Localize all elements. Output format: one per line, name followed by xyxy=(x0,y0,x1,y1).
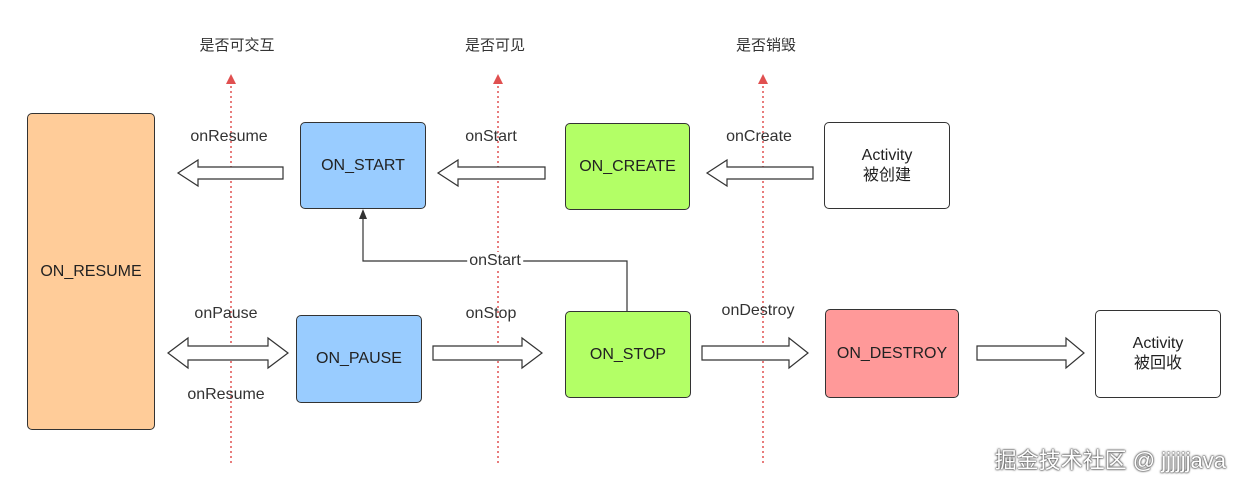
node-activity-recycled: Activity 被回收 xyxy=(1095,310,1221,398)
label-on-destroy: onDestroy xyxy=(721,302,795,319)
node-on-stop: ON_STOP xyxy=(565,311,691,398)
node-on-resume: ON_RESUME xyxy=(27,113,155,430)
node-on-stop-label: ON_STOP xyxy=(589,345,667,363)
arrow-on-start-top xyxy=(436,158,546,188)
arrow-on-stop xyxy=(432,336,543,370)
node-on-create-label: ON_CREATE xyxy=(579,157,676,175)
node-on-start-label: ON_START xyxy=(321,156,405,174)
node-on-resume-label: ON_RESUME xyxy=(40,262,142,280)
arrow-recycle xyxy=(976,336,1085,370)
divider-visible-caption: 是否可见 xyxy=(464,37,526,54)
label-on-pause: onPause xyxy=(194,305,258,322)
arrow-on-resume-top xyxy=(176,158,284,188)
label-on-create: onCreate xyxy=(726,128,792,145)
node-activity-recycled-line2: 被回收 xyxy=(1133,355,1182,372)
watermark: 掘金技术社区 @ jjjjjjava xyxy=(994,448,1226,473)
node-on-pause-label: ON_PAUSE xyxy=(316,350,402,367)
node-on-destroy-label: ON_DESTROY xyxy=(836,344,948,362)
node-activity-created-line2: 被创建 xyxy=(862,166,911,184)
node-on-start: ON_START xyxy=(300,122,426,209)
divider-destroyed-caption: 是否销毁 xyxy=(735,37,797,54)
label-on-start-top: onStart xyxy=(465,128,517,145)
arrow-on-destroy xyxy=(701,336,809,370)
arrow-on-create xyxy=(705,158,814,188)
node-on-destroy: ON_DESTROY xyxy=(825,309,959,398)
node-activity-created: Activity 被创建 xyxy=(824,122,950,209)
divider-interactive-arrowhead xyxy=(226,74,236,84)
label-on-start-restart: onStart xyxy=(467,252,523,270)
node-activity-recycled-line1: Activity xyxy=(1132,335,1184,352)
divider-interactive-caption: 是否可交互 xyxy=(199,37,275,54)
divider-visible-arrowhead xyxy=(493,74,503,84)
arrow-pause-resume-double xyxy=(167,336,289,370)
label-on-stop: onStop xyxy=(465,305,517,322)
label-on-resume-top: onResume xyxy=(190,128,268,145)
node-on-pause: ON_PAUSE xyxy=(296,315,422,403)
connector-restart-arrowhead xyxy=(359,209,367,219)
node-on-create: ON_CREATE xyxy=(565,123,690,210)
node-activity-created-line1: Activity xyxy=(861,146,913,164)
divider-destroyed-arrowhead xyxy=(758,74,768,84)
label-on-resume-bottom: onResume xyxy=(187,386,265,403)
